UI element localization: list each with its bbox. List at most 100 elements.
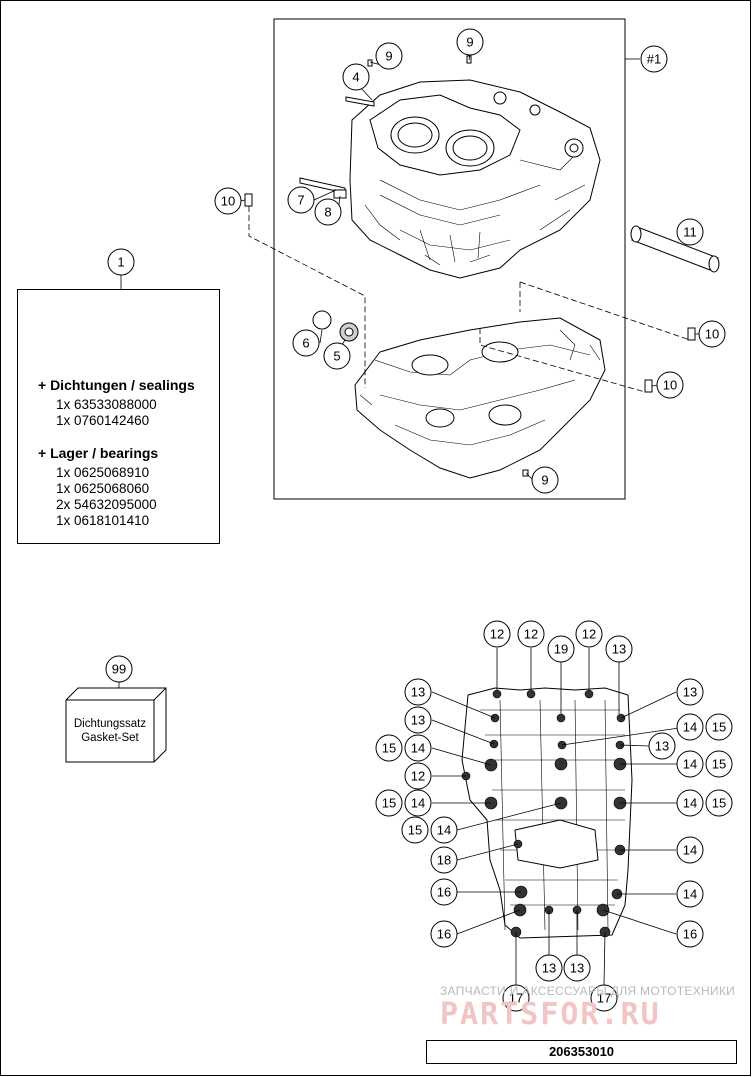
callout: 15: [705, 750, 733, 778]
svg-text:14: 14: [683, 757, 697, 772]
callout: 15: [375, 789, 403, 817]
callout: 14: [676, 789, 704, 817]
callout: 13: [563, 954, 591, 982]
svg-text:13: 13: [411, 713, 425, 728]
callout: 13: [535, 954, 563, 982]
callout: 9: [456, 28, 484, 56]
callout: 12: [517, 620, 545, 648]
svg-text:12: 12: [411, 769, 425, 784]
watermark-logo: PARTSFOR.RU: [440, 997, 661, 1032]
callout: 13: [404, 678, 432, 706]
callout: 14: [676, 713, 704, 741]
svg-text:16: 16: [683, 927, 697, 942]
svg-text:14: 14: [683, 887, 697, 902]
leader-lines: [431, 648, 687, 986]
callout: 6: [292, 329, 320, 357]
svg-text:1: 1: [117, 255, 124, 270]
callout: 12: [575, 620, 603, 648]
callout: 16: [676, 920, 704, 948]
gasket-kit-box: [65, 687, 167, 763]
bearing-item: 1x 0618101410: [56, 513, 150, 528]
dowel-sleeve: [687, 327, 696, 341]
svg-text:10: 10: [221, 194, 235, 209]
svg-text:9: 9: [385, 49, 392, 64]
callout-99: 99: [105, 655, 133, 683]
svg-text:18: 18: [437, 853, 451, 868]
svg-text:15: 15: [382, 796, 396, 811]
svg-text:5: 5: [333, 349, 340, 364]
callout: 15: [401, 816, 429, 844]
svg-text:10: 10: [663, 378, 677, 393]
callout: 17: [590, 984, 618, 1012]
callout: 15: [705, 713, 733, 741]
svg-text:13: 13: [570, 961, 584, 976]
svg-text:8: 8: [324, 205, 331, 220]
svg-text:9: 9: [466, 35, 473, 50]
crankcase-bottom-view: [461, 687, 633, 939]
callout: 19: [547, 635, 575, 663]
svg-text:7: 7: [297, 193, 304, 208]
callout: 7: [287, 186, 315, 214]
callout: 14: [676, 880, 704, 908]
svg-text:16: 16: [437, 927, 451, 942]
svg-text:14: 14: [437, 823, 451, 838]
svg-text:10: 10: [705, 327, 719, 342]
callout: 14: [404, 789, 432, 817]
callout: 18: [430, 846, 458, 874]
callout: 10: [656, 371, 684, 399]
bearing-item: 2x 54632095000: [56, 497, 157, 512]
callout-1: 1: [107, 248, 135, 276]
gasket-kit-label-de: Dichtungssatz: [73, 718, 147, 730]
svg-text:6: 6: [302, 336, 309, 351]
sealing-item: 1x 63533088000: [56, 397, 157, 412]
kit-contents-legend: + Dichtungen / sealings 1x 63533088000 1…: [17, 289, 220, 544]
svg-text:13: 13: [542, 961, 556, 976]
svg-text:14: 14: [411, 741, 425, 756]
bearings-header: + Lager / bearings: [38, 445, 159, 461]
dowel-sleeve: [644, 379, 653, 393]
svg-text:17: 17: [597, 991, 611, 1006]
svg-text:13: 13: [411, 685, 425, 700]
svg-text:13: 13: [612, 642, 626, 657]
svg-text:12: 12: [490, 627, 504, 642]
assembly-frame: [273, 18, 626, 500]
callout: 10: [698, 320, 726, 348]
svg-text:#1: #1: [647, 52, 661, 67]
svg-text:99: 99: [112, 662, 126, 677]
callout: 16: [430, 878, 458, 906]
svg-text:15: 15: [382, 741, 396, 756]
svg-text:12: 12: [524, 627, 538, 642]
callout: 12: [404, 762, 432, 790]
dowel-sleeve: [244, 193, 253, 207]
svg-text:14: 14: [683, 720, 697, 735]
callout: 12: [483, 620, 511, 648]
svg-text:11: 11: [683, 225, 697, 240]
svg-text:15: 15: [408, 823, 422, 838]
svg-text:15: 15: [712, 757, 726, 772]
callout: 8: [314, 198, 342, 226]
callout: 4: [342, 63, 370, 91]
bearing-item: 1x 0625068060: [56, 481, 150, 496]
callout: 15: [375, 734, 403, 762]
callout: 14: [676, 836, 704, 864]
circlip-part: [312, 310, 332, 330]
callout: 17: [502, 984, 530, 1012]
svg-text:13: 13: [655, 739, 669, 754]
oil-tube-part: [631, 227, 719, 271]
lower-crankcase-drawing: [354, 317, 606, 479]
callout: 9: [375, 42, 403, 70]
bearing-item: 1x 0625068910: [56, 465, 150, 480]
gasket-kit-label: Dichtungssatz Gasket-Set: [66, 700, 166, 760]
svg-text:17: 17: [509, 991, 523, 1006]
svg-text:15: 15: [712, 796, 726, 811]
svg-text:9: 9: [541, 473, 548, 488]
callout: 14: [676, 750, 704, 778]
callout: 13: [605, 635, 633, 663]
callout-assembly: #1: [640, 45, 668, 73]
callout: 13: [676, 678, 704, 706]
callout: 16: [430, 920, 458, 948]
svg-text:16: 16: [437, 885, 451, 900]
svg-text:13: 13: [683, 685, 697, 700]
document-number: 206353010: [426, 1040, 737, 1064]
